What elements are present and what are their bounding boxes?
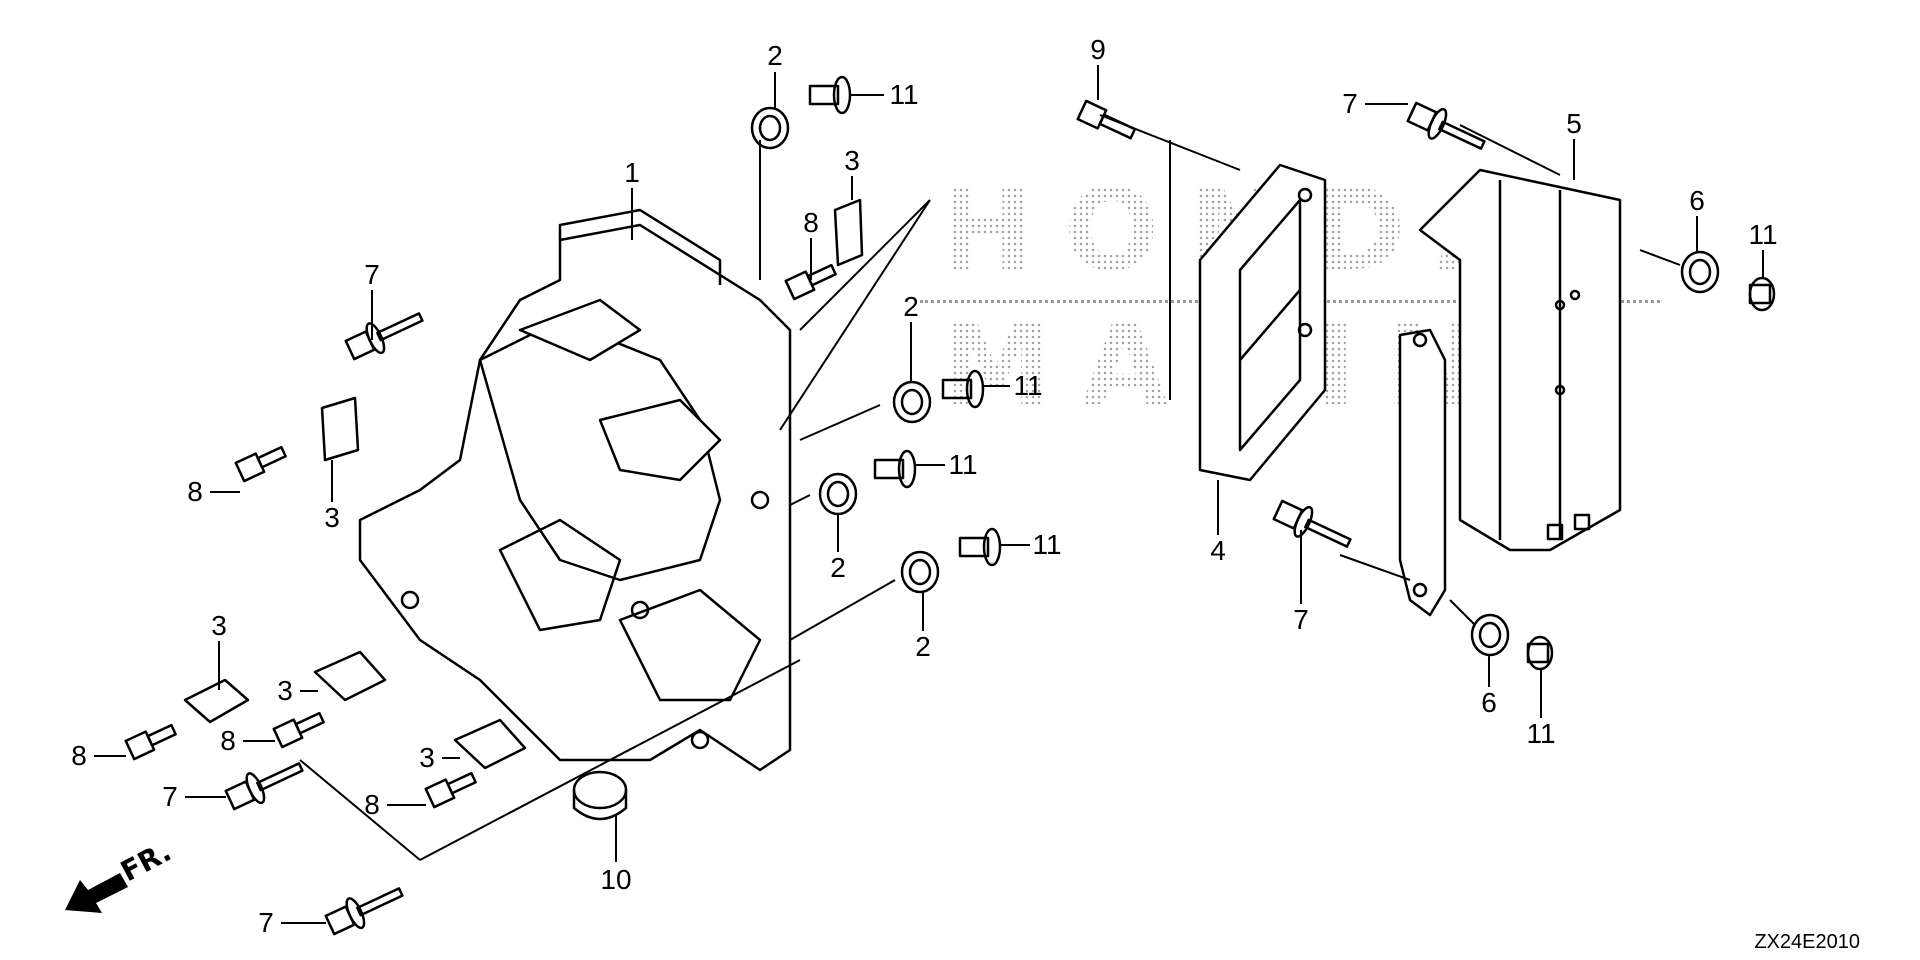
callout-3[interactable]: 3 [419,742,435,773]
callout-3[interactable]: 3 [324,502,340,533]
callout-7[interactable]: 7 [258,907,274,938]
part-5-module[interactable] [1418,168,1622,552]
callout-11[interactable]: 11 [889,79,919,110]
callout-11[interactable]: 11 [1032,529,1062,560]
callout-11[interactable]: 11 [1013,370,1043,401]
callout-8[interactable]: 8 [220,725,236,756]
callout-8[interactable]: 8 [803,207,819,238]
callout-4[interactable]: 4 [1210,535,1226,566]
callout-1[interactable]: 1 [624,157,640,188]
callout-2[interactable]: 2 [767,40,783,71]
terminal-clips[interactable] [183,198,864,770]
callout-11[interactable]: 11 [1526,718,1556,749]
callout-2[interactable]: 2 [903,291,919,322]
front-arrow-icon [65,873,128,913]
callout-3[interactable]: 3 [277,675,293,706]
callout-6[interactable]: 6 [1689,185,1705,216]
callout-8[interactable]: 8 [71,740,87,771]
callout-11[interactable]: 11 [1748,219,1778,250]
fastener-bolts[interactable] [124,97,1490,939]
part-1-bracket[interactable] [358,208,792,772]
callout-7[interactable]: 7 [1342,88,1358,119]
callout-3[interactable]: 3 [211,610,227,641]
grommet-10[interactable] [572,770,628,821]
callout-7[interactable]: 7 [162,781,178,812]
callout-3[interactable]: 3 [844,145,860,176]
callout-6[interactable]: 6 [1481,687,1497,718]
callout-8[interactable]: 8 [187,476,203,507]
callout-7[interactable]: 7 [364,259,380,290]
callout-2[interactable]: 2 [915,631,931,662]
bracket-strap[interactable] [1398,328,1447,617]
leader-lines [94,65,1764,924]
callout-9[interactable]: 9 [1090,34,1106,65]
callout-5[interactable]: 5 [1566,108,1582,139]
diagram-code: ZX24E2010 [1754,931,1860,953]
callout-10[interactable]: 10 [600,864,632,895]
part-4-module[interactable] [1198,163,1327,482]
callout-8[interactable]: 8 [364,789,380,820]
callout-2[interactable]: 2 [830,552,846,583]
callout-7[interactable]: 7 [1293,604,1309,635]
collars[interactable] [808,75,1776,671]
callout-11[interactable]: 11 [948,449,978,480]
